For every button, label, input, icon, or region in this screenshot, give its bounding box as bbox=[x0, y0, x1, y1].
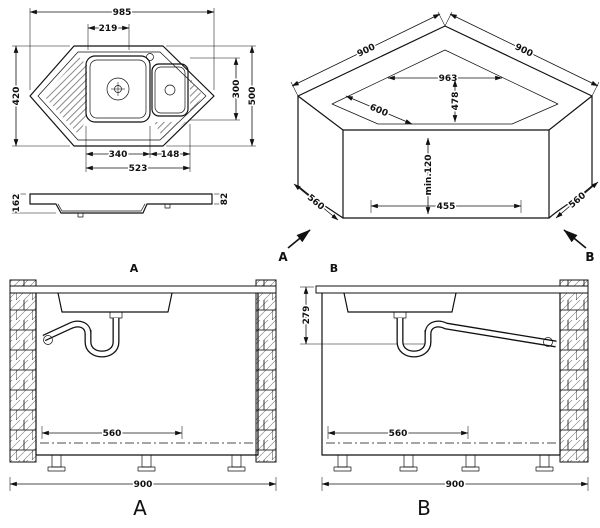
dim-478-label: 478 bbox=[451, 92, 461, 111]
section-a-arrow-label: A bbox=[278, 250, 288, 264]
dim-600-label: 600 bbox=[368, 103, 389, 120]
dim-279-label: 279 bbox=[302, 306, 312, 325]
section-a-caption: A bbox=[133, 496, 147, 520]
shutoff-valve bbox=[543, 337, 553, 347]
sink-outline-inner bbox=[37, 51, 207, 141]
dim-219-label: 219 bbox=[99, 24, 118, 34]
section-b-arrow: B bbox=[563, 229, 595, 264]
dim-overall-width-b: 900 bbox=[321, 477, 589, 492]
dim-inner-width-b: 560 bbox=[327, 426, 469, 441]
small-bowl-outer bbox=[151, 63, 189, 117]
dim-900-a-label: 900 bbox=[134, 480, 153, 490]
dim-min-clearance: min.120 bbox=[423, 137, 436, 215]
sink-bowl-section bbox=[57, 292, 173, 313]
dim-963-label: 963 bbox=[439, 74, 458, 84]
mounting-clip bbox=[164, 203, 171, 209]
dim-right-wall-edge: 900 bbox=[444, 11, 600, 97]
dim-right-depth: 500 bbox=[166, 45, 260, 147]
dim-162-label: 162 bbox=[12, 194, 22, 213]
dim-front-cutout-edge: 600 bbox=[345, 95, 413, 125]
small-bowl-inner bbox=[154, 66, 186, 114]
dim-right-panel-depth: 560 bbox=[555, 181, 599, 219]
rim-cutout bbox=[331, 49, 559, 125]
dim-main-bowl-width: 340 bbox=[85, 126, 151, 172]
sink-outline-outer bbox=[29, 45, 215, 147]
section-b: B 279 560 bbox=[300, 262, 589, 520]
dim-front-panel-width: 455 bbox=[370, 200, 522, 214]
drain-fitting bbox=[393, 311, 407, 319]
dim-560-b-label: 560 bbox=[389, 429, 408, 439]
dim-trap-height: 279 bbox=[300, 286, 314, 345]
dim-560-right-label: 560 bbox=[567, 191, 588, 211]
dim-340-label: 340 bbox=[109, 150, 128, 160]
front-right-hatch bbox=[154, 122, 186, 140]
cabinet-leg bbox=[461, 454, 480, 472]
main-bowl-inner bbox=[89, 59, 147, 119]
countertop bbox=[315, 285, 589, 294]
right-drainboard-hatch bbox=[190, 78, 203, 114]
cabinet-leg bbox=[535, 454, 554, 472]
cabinet-leg bbox=[333, 454, 352, 472]
dim-900-left-label: 900 bbox=[356, 42, 377, 59]
section-b-title: B bbox=[330, 262, 338, 275]
dim-523-label: 523 bbox=[129, 164, 148, 174]
dim-420-label: 420 bbox=[12, 87, 22, 106]
trap-plumbing bbox=[396, 318, 557, 358]
dim-bowls-total-width: 523 bbox=[85, 163, 191, 176]
section-a-arrow: A bbox=[278, 229, 311, 264]
main-drain bbox=[106, 77, 130, 101]
dim-left-wall-edge: 900 bbox=[290, 11, 446, 97]
main-bowl-outer bbox=[85, 55, 151, 123]
dim-455-label: 455 bbox=[437, 202, 456, 212]
trap-plumbing bbox=[42, 318, 120, 358]
dim-82-label: 82 bbox=[220, 193, 230, 206]
dim-overall-width: 985 bbox=[29, 7, 215, 90]
right-brick-wall bbox=[559, 279, 589, 463]
section-b-arrow-label: B bbox=[585, 250, 594, 264]
dim-edge-height: 82 bbox=[214, 191, 232, 207]
plan-view: 985 219 420 300 500 340 bbox=[11, 7, 260, 176]
dim-148-label: 148 bbox=[161, 150, 180, 160]
dim-overall-width-a: 900 bbox=[9, 477, 277, 492]
dim-cutout-depth: 478 bbox=[450, 79, 463, 123]
dim-min120-label: min.120 bbox=[424, 154, 434, 195]
dim-cutout-width: 963 bbox=[387, 73, 503, 86]
cabinet-leg bbox=[137, 454, 156, 472]
left-brick-wall bbox=[9, 279, 37, 463]
dim-bowl-depth: 300 bbox=[190, 57, 244, 121]
dim-900-right-label: 900 bbox=[513, 42, 534, 59]
drain-fitting bbox=[109, 311, 123, 319]
countertop bbox=[9, 285, 277, 294]
profile-bowl-inner bbox=[57, 203, 146, 212]
profile-outline bbox=[29, 193, 213, 214]
dim-left-depth: 420 bbox=[11, 45, 70, 147]
left-drainboard-hatch bbox=[44, 57, 87, 135]
mounting-clip bbox=[77, 212, 84, 218]
dim-half-bowl-width: 148 bbox=[149, 124, 191, 172]
section-a-title: A bbox=[130, 262, 139, 275]
right-brick-wall bbox=[255, 279, 277, 463]
cabinet-leg bbox=[399, 454, 418, 472]
dim-560-left-label: 560 bbox=[305, 193, 326, 213]
dim-900-b-label: 900 bbox=[446, 480, 465, 490]
shutoff-valve bbox=[43, 335, 53, 345]
dim-500-label: 500 bbox=[248, 87, 258, 106]
cabinet-leg bbox=[227, 454, 246, 472]
cabinet-leg bbox=[47, 454, 66, 472]
section-a: A 560 900 A bbox=[9, 262, 277, 520]
dim-inner-width-a: 560 bbox=[41, 426, 183, 441]
dim-985-label: 985 bbox=[113, 8, 132, 18]
dim-300-label: 300 bbox=[232, 80, 242, 99]
iso-view: 900 900 963 478 600 min.120 455 bbox=[278, 11, 600, 264]
dim-bowl-height: 162 bbox=[11, 192, 56, 214]
sink-bowl-section bbox=[343, 292, 457, 313]
dim-tap-offset: 219 bbox=[87, 23, 130, 50]
profile-view: 162 82 bbox=[11, 191, 232, 218]
section-b-caption: B bbox=[417, 496, 431, 520]
faucet-hole bbox=[146, 53, 154, 61]
dim-left-panel-depth: 560 bbox=[293, 183, 339, 221]
dim-560-a-label: 560 bbox=[103, 429, 122, 439]
small-drain bbox=[164, 84, 176, 96]
